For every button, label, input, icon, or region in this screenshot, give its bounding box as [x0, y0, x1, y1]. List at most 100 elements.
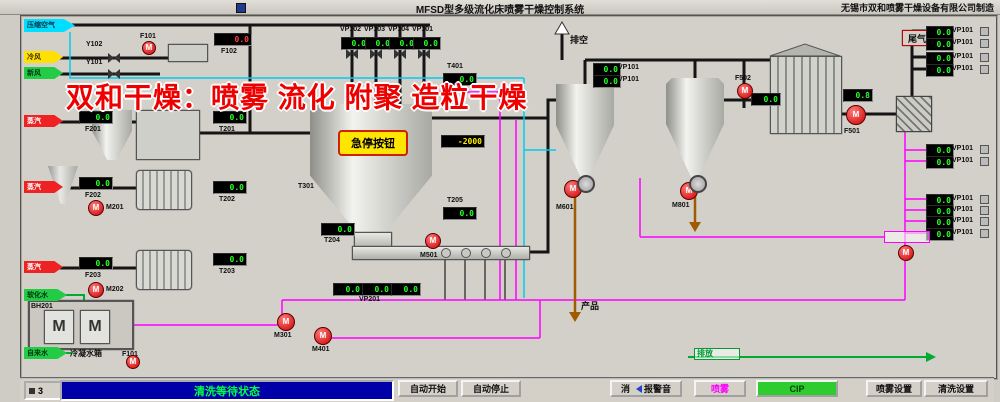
- pump-M301[interactable]: M: [277, 313, 295, 331]
- emergency-stop-button[interactable]: 急停按钮: [338, 130, 408, 156]
- tag-label: Y101: [86, 59, 103, 66]
- valve-icon[interactable]: [108, 53, 120, 63]
- inlet-steam-3: 蒸汽: [24, 261, 63, 273]
- bed-valve-icon[interactable]: [441, 248, 451, 258]
- tag-label: VP101: [618, 76, 640, 83]
- tag-label: F203: [85, 272, 101, 279]
- valve-icon[interactable]: [346, 49, 358, 59]
- display-R10: 0.0: [926, 228, 954, 241]
- pump-M401[interactable]: M: [314, 327, 332, 345]
- display-F502: 0.0: [751, 93, 781, 106]
- valve-mini-icon[interactable]: [980, 145, 989, 154]
- vent-arrow: [554, 21, 570, 35]
- tag-label: F502: [735, 75, 751, 82]
- button-cip[interactable]: CIP: [756, 380, 838, 397]
- bed-valve-icon[interactable]: [501, 248, 511, 258]
- button-auto-stop[interactable]: 自动停止: [461, 380, 521, 397]
- pump-M201[interactable]: M: [88, 200, 104, 216]
- air-purge-pipes: [69, 32, 556, 298]
- valve-mini-icon[interactable]: [980, 157, 989, 166]
- display-F102: 0.0: [214, 33, 252, 46]
- display-F202: 0.0: [79, 177, 113, 190]
- valve-icon[interactable]: [418, 49, 430, 59]
- rotary-valve-icon[interactable]: [577, 175, 595, 193]
- display-T204: 0.0: [321, 223, 355, 236]
- inlet-compressed-air: 压缩空气: [24, 19, 75, 32]
- valve-mini-icon[interactable]: [980, 65, 989, 74]
- pump-M901[interactable]: M: [898, 245, 914, 261]
- display-R2: 0.0: [926, 38, 954, 51]
- tag-label: F202: [85, 192, 101, 199]
- valve-icon[interactable]: [370, 49, 382, 59]
- display-R4: 0.0: [926, 64, 954, 77]
- tag-label: T201: [219, 126, 235, 133]
- bed-valve-icon[interactable]: [481, 248, 491, 258]
- tag-label: T203: [219, 268, 235, 275]
- button-spray[interactable]: 喷雾: [694, 380, 746, 397]
- display-PI301: -2000: [441, 135, 485, 148]
- valve-mini-icon[interactable]: [980, 53, 989, 62]
- button-clean-settings[interactable]: 清洗设置: [924, 380, 988, 397]
- valve-icon[interactable]: [394, 49, 406, 59]
- pump-M202[interactable]: M: [88, 282, 104, 298]
- tag-label: VP101: [952, 206, 974, 213]
- pump-F101B[interactable]: M: [126, 355, 140, 369]
- tag-label: M202: [106, 286, 124, 293]
- water-arrow: [926, 352, 936, 362]
- tag-label: VP101: [618, 64, 640, 71]
- valve-mini-icon[interactable]: [980, 195, 989, 204]
- valve-mini-icon[interactable]: [980, 217, 989, 226]
- valve-mini-icon[interactable]: [980, 229, 989, 238]
- inlet-steam-1: 蒸汽: [24, 115, 63, 127]
- speaker-icon: [632, 384, 642, 393]
- display-R9: 0.0: [926, 216, 954, 229]
- button-label: 喷雾设置: [875, 384, 912, 394]
- rotary-valve-icon[interactable]: [689, 175, 707, 193]
- button-label: 清洗设置: [937, 384, 974, 394]
- display-R6: 0.0: [926, 156, 954, 169]
- tail-gas-label: 尾气: [902, 30, 932, 46]
- tag-label: VP101: [952, 157, 974, 164]
- pump-F501[interactable]: M: [846, 105, 866, 125]
- tag-label: VP101: [952, 65, 974, 72]
- tag-label: M401: [312, 346, 330, 353]
- tag-label: F501: [844, 128, 860, 135]
- pump-M501[interactable]: M: [425, 233, 441, 249]
- window-title: MFSD型多级流化床喷雾干燥控制系统: [415, 5, 585, 16]
- air-filter-box: [168, 44, 208, 62]
- tag-label: T401: [447, 63, 463, 70]
- display-F501: 0.8: [843, 89, 873, 102]
- tag-label: T204: [324, 237, 340, 244]
- tank-motor-1[interactable]: M: [44, 310, 74, 344]
- display-T203: 0.0: [213, 253, 247, 266]
- inlet-tap-water: 自来水: [24, 347, 67, 359]
- valve-icon[interactable]: [108, 69, 120, 79]
- inlet-steam-2: 蒸汽: [24, 181, 63, 193]
- button-auto-start[interactable]: 自动开始: [398, 380, 458, 397]
- pump-F101[interactable]: M: [142, 41, 156, 55]
- tag-label: M301: [274, 332, 292, 339]
- bed-valve-icon[interactable]: [461, 248, 471, 258]
- inlet-fresh-air: 新风: [24, 67, 63, 79]
- button-mute-alarm[interactable]: 消报警音: [610, 380, 682, 397]
- tag-label: F201: [85, 126, 101, 133]
- page-counter: 3: [24, 381, 63, 400]
- status-text: 清洗等待状态: [194, 385, 260, 398]
- tag-label: T205: [447, 197, 463, 204]
- tag-label: Y102: [86, 41, 103, 48]
- tag-label: BH201: [31, 303, 53, 310]
- pump-F502[interactable]: M: [737, 83, 753, 99]
- tag-label: 排空: [570, 35, 589, 45]
- valve-mini-icon[interactable]: [980, 39, 989, 48]
- tag-label: M501: [420, 252, 438, 259]
- heat-exchanger-2: [136, 250, 192, 290]
- tank-motor-2[interactable]: M: [80, 310, 110, 344]
- tag-label: M201: [106, 204, 124, 211]
- button-spray-settings[interactable]: 喷雾设置: [866, 380, 922, 397]
- valve-mini-icon[interactable]: [980, 27, 989, 36]
- valve-mini-icon[interactable]: [980, 206, 989, 215]
- tag-label: VP101: [412, 26, 434, 33]
- display-T205: 0.0: [443, 207, 477, 220]
- button-label: CIP: [789, 383, 805, 394]
